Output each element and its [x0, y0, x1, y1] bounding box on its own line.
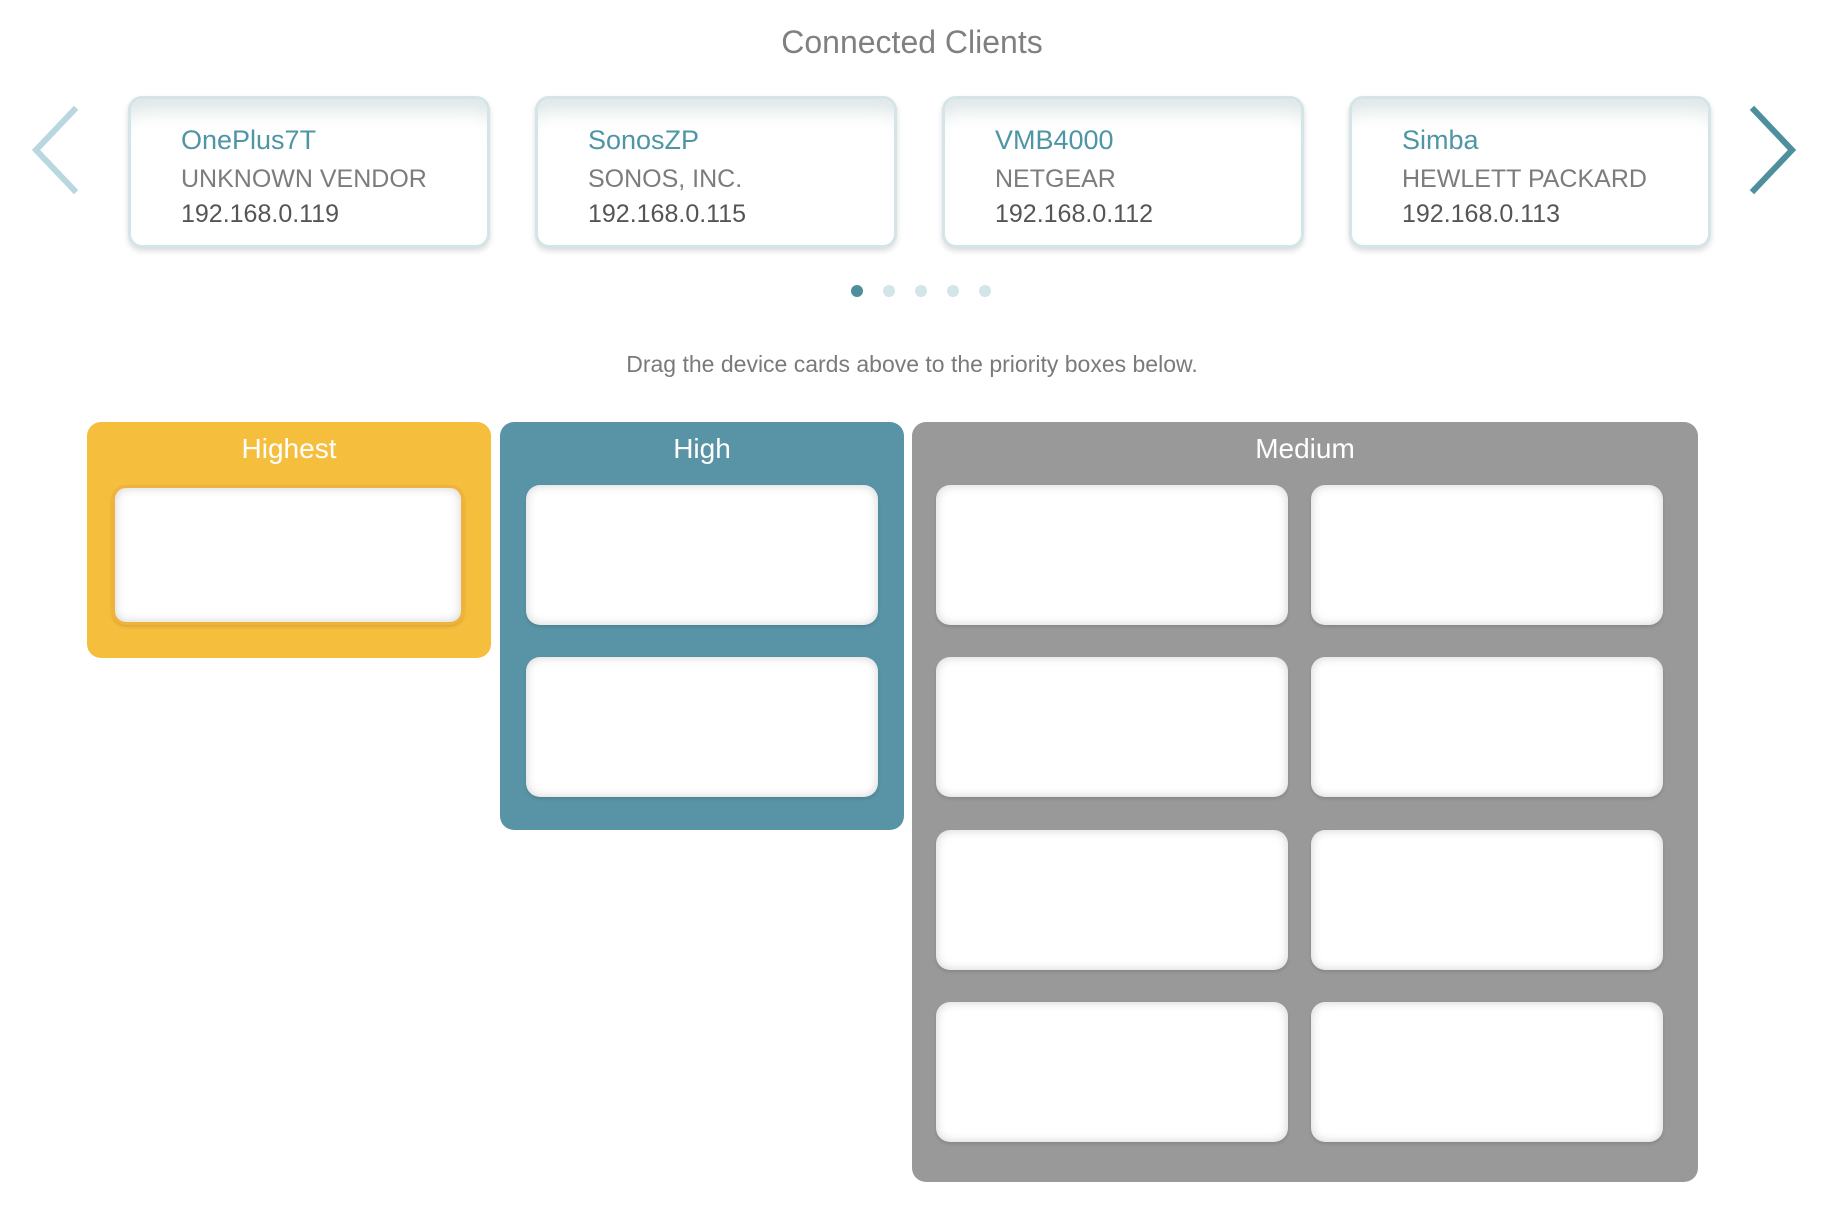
client-name: OnePlus7T — [181, 125, 317, 155]
priority-label-medium: Medium — [1255, 433, 1355, 464]
client-vendor: NETGEAR — [995, 165, 1116, 193]
client-name: VMB4000 — [995, 125, 1114, 155]
client-ip: 192.168.0.113 — [1402, 200, 1561, 228]
pagination-dot[interactable] — [947, 285, 959, 297]
drop-slot[interactable] — [1311, 485, 1663, 625]
priority-box-medium: Medium — [912, 422, 1698, 1182]
drop-slot[interactable] — [936, 830, 1288, 970]
client-name: SonosZP — [588, 125, 700, 155]
client-card[interactable]: OnePlus7T UNKNOWN VENDOR 192.168.0.119 — [128, 96, 490, 248]
pagination-dot[interactable] — [915, 285, 927, 297]
chevron-right-icon — [1749, 105, 1797, 195]
client-ip: 192.168.0.115 — [588, 200, 747, 228]
client-vendor: HEWLETT PACKARD — [1402, 165, 1647, 193]
priority-box-high: High — [500, 422, 904, 830]
drop-slot[interactable] — [526, 657, 878, 797]
pagination-dot[interactable] — [883, 285, 895, 297]
client-ip: 192.168.0.119 — [181, 200, 340, 228]
client-name: Simba — [1402, 125, 1479, 155]
chevron-left-icon — [31, 105, 79, 195]
pagination-dot[interactable] — [979, 285, 991, 297]
client-vendor: SONOS, INC. — [588, 165, 743, 193]
drop-slot[interactable] — [936, 657, 1288, 797]
drop-slot[interactable] — [936, 1002, 1288, 1142]
drag-instruction: Drag the device cards above to the prior… — [626, 351, 1198, 377]
client-card[interactable]: SonosZP SONOS, INC. 192.168.0.115 — [535, 96, 897, 248]
priority-box-highest: Highest — [87, 422, 491, 658]
drop-slot[interactable] — [1311, 830, 1663, 970]
client-ip: 192.168.0.112 — [995, 200, 1154, 228]
carousel-pagination — [0, 285, 1824, 299]
client-card[interactable]: Simba HEWLETT PACKARD 192.168.0.113 — [1349, 96, 1711, 248]
drop-slot[interactable] — [526, 485, 878, 625]
priority-label-high: High — [673, 433, 731, 464]
client-vendor: UNKNOWN VENDOR — [181, 165, 427, 193]
page-title: Connected Clients — [781, 24, 1043, 60]
drop-slot[interactable] — [936, 485, 1288, 625]
priority-label-highest: Highest — [241, 433, 337, 464]
drop-slot[interactable] — [112, 485, 464, 625]
carousel-prev-button[interactable] — [30, 104, 86, 196]
drop-slot[interactable] — [1311, 657, 1663, 797]
drop-slot[interactable] — [1311, 1002, 1663, 1142]
client-card[interactable]: VMB4000 NETGEAR 192.168.0.112 — [942, 96, 1304, 248]
carousel-next-button[interactable] — [1742, 104, 1798, 196]
pagination-dot[interactable] — [851, 285, 863, 297]
